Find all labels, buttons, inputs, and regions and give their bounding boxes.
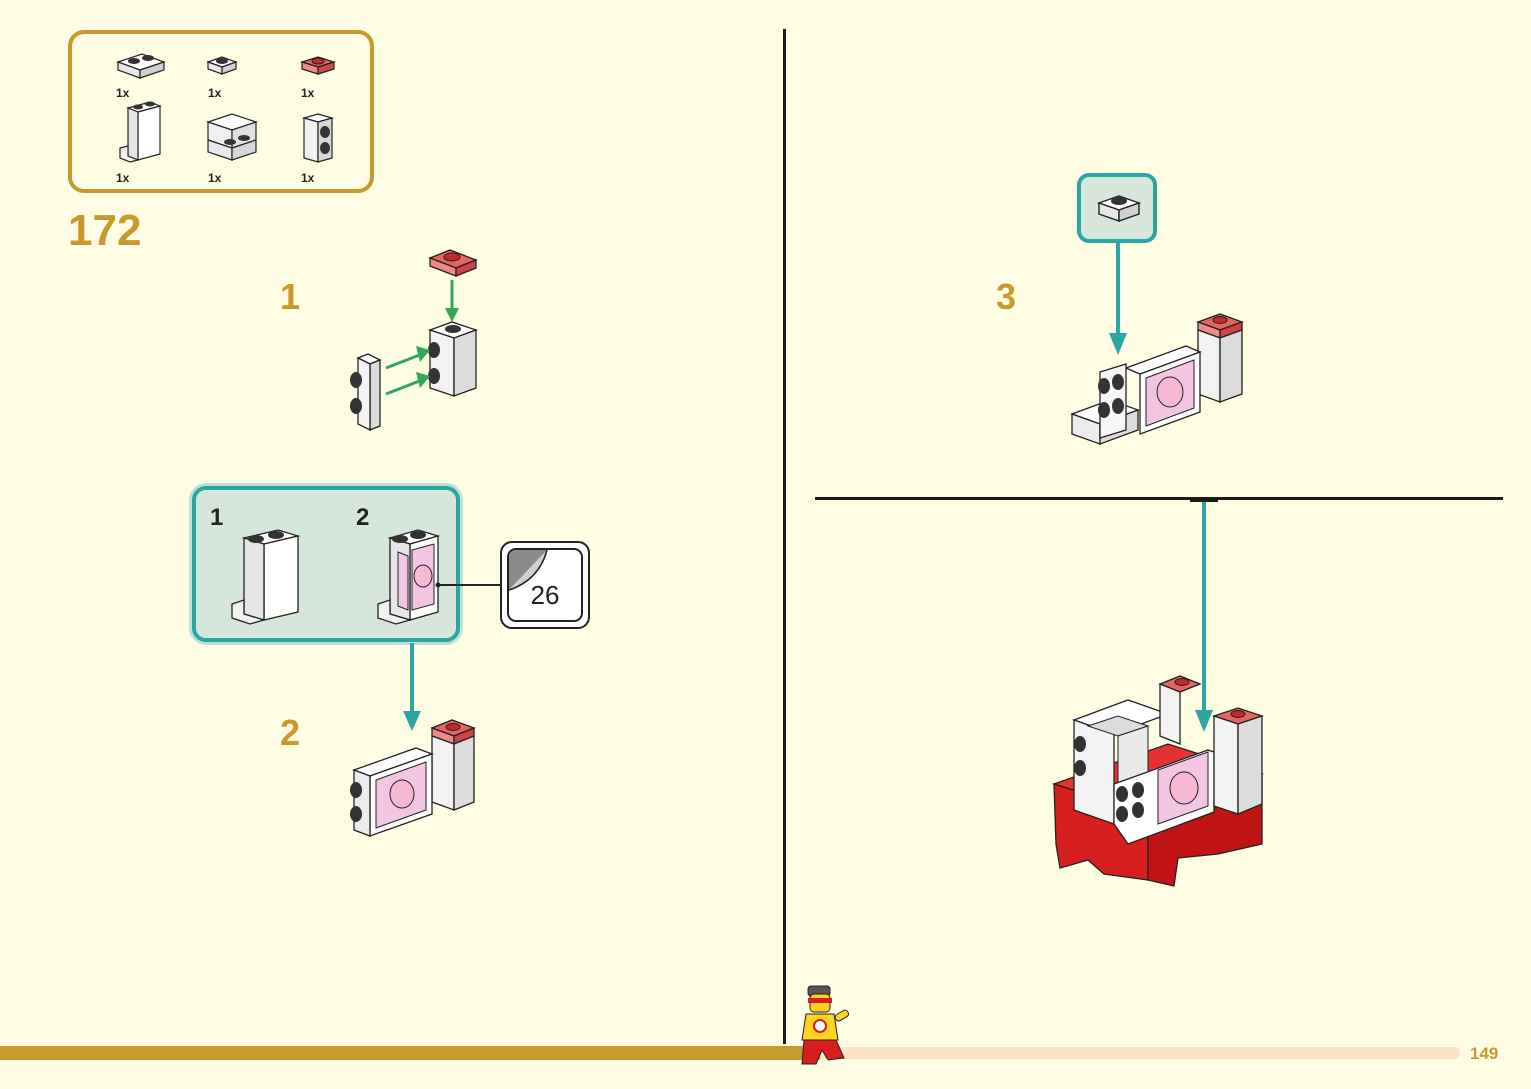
sticker-leader-line <box>435 582 500 588</box>
teal-arrow-down <box>403 643 421 731</box>
callout-step-2: 2 <box>356 504 370 531</box>
sub-assembly-callout: 1 2 <box>192 486 460 642</box>
white-plate-1x2-icon <box>116 53 166 79</box>
parts-list: 1x 1x 1x 1x 1x 1x <box>68 30 374 193</box>
step-number: 172 <box>68 206 142 255</box>
white-panel-1x2x3-icon <box>119 101 162 163</box>
white-brick-studs-on-side-icon <box>301 113 335 163</box>
teal-arrow-down <box>1109 243 1127 355</box>
part-qty: 1x <box>208 171 222 185</box>
sticker-sheet: 26 <box>507 548 583 622</box>
panel-with-pig-sticker-illustration <box>377 529 441 625</box>
substep-3-illustration <box>1070 313 1244 445</box>
substep-2-illustration <box>350 719 476 837</box>
minifigure-mascot-icon <box>801 985 850 1065</box>
white-plate-1x1-icon <box>1096 195 1142 222</box>
part-qty: 1x <box>301 86 315 100</box>
part-callout <box>1077 173 1157 243</box>
page-number: 149 <box>1470 1044 1499 1063</box>
divider-notch <box>1190 497 1218 502</box>
sticker-number: 26 <box>530 580 560 610</box>
footer-bar-progress <box>820 1047 1460 1059</box>
sticker-reference: 26 <box>500 541 590 629</box>
part-qty: 1x <box>301 171 315 185</box>
trans-red-plate-1x1-icon <box>299 56 337 75</box>
white-plate-1x1-icon <box>206 56 238 75</box>
page-curl-icon <box>509 550 548 591</box>
page-divider-horizontal <box>815 497 1503 500</box>
substep-number-1: 1 <box>280 276 301 317</box>
part-qty: 1x <box>208 86 222 100</box>
substep-number-2: 2 <box>280 712 301 753</box>
substep-number-3: 3 <box>996 276 1017 317</box>
white-panel-illustration <box>231 529 301 625</box>
part-qty: 1x <box>116 171 130 185</box>
part-qty: 1x <box>116 86 130 100</box>
white-bracket-icon <box>206 113 258 161</box>
page-divider-vertical <box>783 29 786 1044</box>
substep-1-illustration <box>350 249 478 432</box>
teal-arrow-down <box>1195 502 1213 732</box>
footer-bar-gold <box>0 1046 820 1060</box>
callout-step-1: 1 <box>210 504 224 531</box>
final-model-illustration <box>1051 675 1265 887</box>
